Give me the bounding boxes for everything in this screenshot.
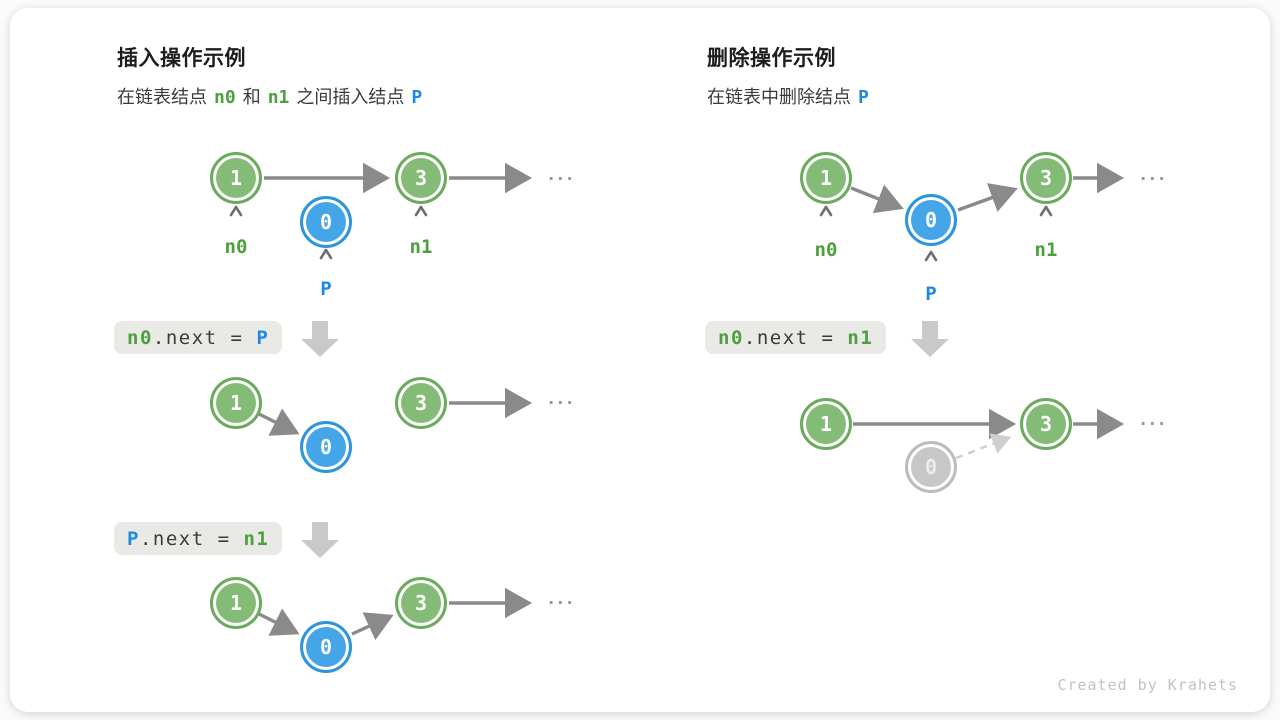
- caret-up-icon: [1039, 205, 1053, 217]
- pointer-label-n0: n0: [224, 236, 248, 258]
- list-node-p: 0: [300, 621, 352, 673]
- caret-up-icon: [229, 205, 243, 217]
- code-lhs: n0: [718, 326, 744, 349]
- list-node-3: 3: [1020, 152, 1072, 204]
- arrow-right0-n1-to-p: [850, 184, 904, 214]
- step-down-arrow-icon: [911, 321, 949, 357]
- code-op: .next =: [743, 326, 848, 349]
- ellipsis: ...: [546, 165, 575, 185]
- arrow-right0-p-to-n3: [957, 183, 1018, 212]
- list-node-p: 0: [300, 196, 352, 248]
- arrow-left1-n1-to-p: [258, 408, 300, 436]
- list-node-1: 1: [210, 377, 262, 429]
- code-box-p-next-n1: P.next = n1: [114, 522, 283, 555]
- pointer-label-n1: n1: [409, 236, 433, 258]
- code-op: .next =: [152, 326, 257, 349]
- code-box-n0-next-p: n0.next = P: [114, 321, 283, 354]
- code-rhs: n1: [847, 326, 874, 349]
- list-node-3: 3: [395, 577, 447, 629]
- list-node-p-removed: 0: [905, 441, 957, 493]
- ellipsis: ...: [1138, 165, 1167, 185]
- subtitle-text: 在链表中删除结点: [707, 87, 851, 107]
- pointer-label-p: P: [320, 278, 332, 300]
- subtitle-var-n1: n1: [267, 87, 290, 108]
- pointer-label-p: P: [925, 283, 937, 305]
- arrow-left2-n1-to-p: [258, 608, 300, 636]
- list-node-3: 3: [395, 152, 447, 204]
- pointer-label-n1: n1: [1034, 239, 1058, 261]
- list-node-3: 3: [395, 377, 447, 429]
- step-down-arrow-icon: [301, 321, 339, 357]
- ellipsis: ...: [1138, 410, 1167, 430]
- subtitle-text: 在链表结点: [117, 87, 207, 107]
- pointer-label-n0: n0: [814, 239, 838, 261]
- credit-text: Created by Krahets: [1057, 676, 1238, 694]
- insert-panel-title: 插入操作示例: [117, 47, 246, 70]
- caret-up-icon: [319, 248, 333, 260]
- code-lhs: n0: [127, 326, 153, 349]
- arrow-left2-p-to-n3: [351, 612, 394, 641]
- caret-up-icon: [819, 205, 833, 217]
- caret-up-icon: [924, 250, 938, 262]
- code-rhs: P: [256, 326, 270, 349]
- subtitle-var-n0: n0: [214, 87, 236, 108]
- list-node-1: 1: [800, 398, 852, 450]
- code-box-n0-next-n1: n0.next = n1: [705, 321, 887, 354]
- subtitle-var-p: P: [858, 87, 869, 108]
- step-down-arrow-icon: [301, 522, 339, 558]
- subtitle-text: 之间插入结点: [296, 87, 405, 107]
- list-node-1: 1: [210, 152, 262, 204]
- list-node-3: 3: [1020, 398, 1072, 450]
- subtitle-text: 和: [242, 87, 261, 107]
- delete-panel-subtitle: 在链表中删除结点 P: [707, 83, 876, 109]
- list-node-1: 1: [800, 152, 852, 204]
- subtitle-var-p: P: [411, 87, 423, 108]
- list-node-1: 1: [210, 577, 262, 629]
- caret-up-icon: [414, 205, 428, 217]
- delete-panel-title: 删除操作示例: [707, 47, 836, 70]
- list-node-p: 0: [905, 194, 957, 246]
- code-rhs: n1: [243, 527, 270, 550]
- code-op: .next =: [139, 527, 244, 550]
- arrow-right1-removed-p-to-n3-dashed: [955, 433, 1012, 460]
- ellipsis: ...: [546, 589, 575, 609]
- code-lhs: P: [127, 527, 140, 550]
- list-node-p: 0: [300, 421, 352, 473]
- insert-panel-subtitle: 在链表结点 n0 和 n1 之间插入结点 P: [117, 83, 429, 109]
- ellipsis: ...: [546, 389, 575, 409]
